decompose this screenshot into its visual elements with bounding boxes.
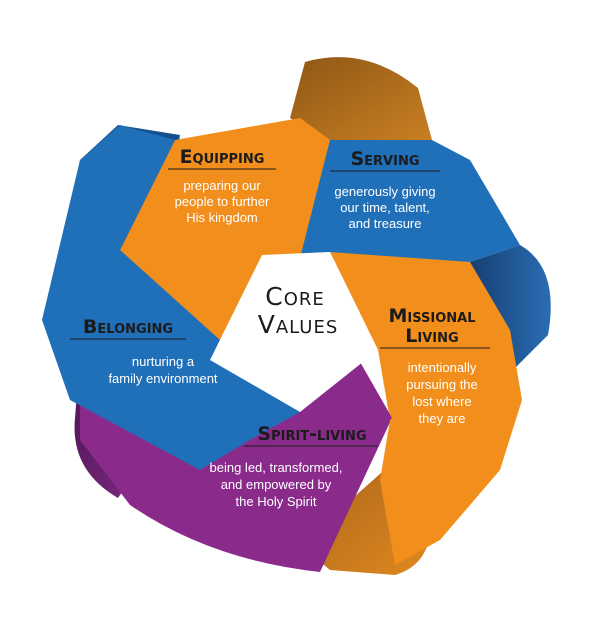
serving-title: Serving <box>350 148 419 170</box>
center-star <box>210 252 378 412</box>
belonging-line-1: nurturing a <box>132 354 195 369</box>
equipping-line-2: people to further <box>175 194 270 209</box>
missional-line-1: intentionally <box>408 360 477 375</box>
equipping-line-3: His kingdom <box>186 210 258 225</box>
center-title-line1: Core <box>265 282 325 311</box>
missional-title-line2: Living <box>405 325 458 347</box>
spirit-title: Spirit-living <box>257 423 366 445</box>
missional-line-2: pursuing the <box>406 377 478 392</box>
equipping-title: Equipping <box>180 146 265 168</box>
serving-line-1: generously giving <box>334 184 435 199</box>
missional-line-3: lost where <box>412 394 471 409</box>
serving-line-3: and treasure <box>349 216 422 231</box>
orange-ribbon-right <box>330 252 522 565</box>
missional-title-line1: Missional <box>389 305 476 327</box>
blue-ribbon-left <box>42 125 300 470</box>
spirit-line-3: the Holy Spirit <box>236 494 317 509</box>
belonging-line-2: family environment <box>108 371 217 386</box>
spirit-line-2: and empowered by <box>221 477 332 492</box>
belonging-title: Belonging <box>83 316 173 338</box>
purple-ribbon-cross <box>200 362 392 500</box>
equipping-line-1: preparing our <box>183 178 261 193</box>
orange-ribbon-top-cross <box>240 118 330 258</box>
missional-line-4: they are <box>419 411 466 426</box>
blue-ribbon-top <box>262 140 520 262</box>
serving-line-2: our time, talent, <box>340 200 430 215</box>
orange-fold-top <box>290 57 432 140</box>
spirit-line-1: being led, transformed, <box>210 460 343 475</box>
center-title-line2: Values <box>258 310 339 339</box>
